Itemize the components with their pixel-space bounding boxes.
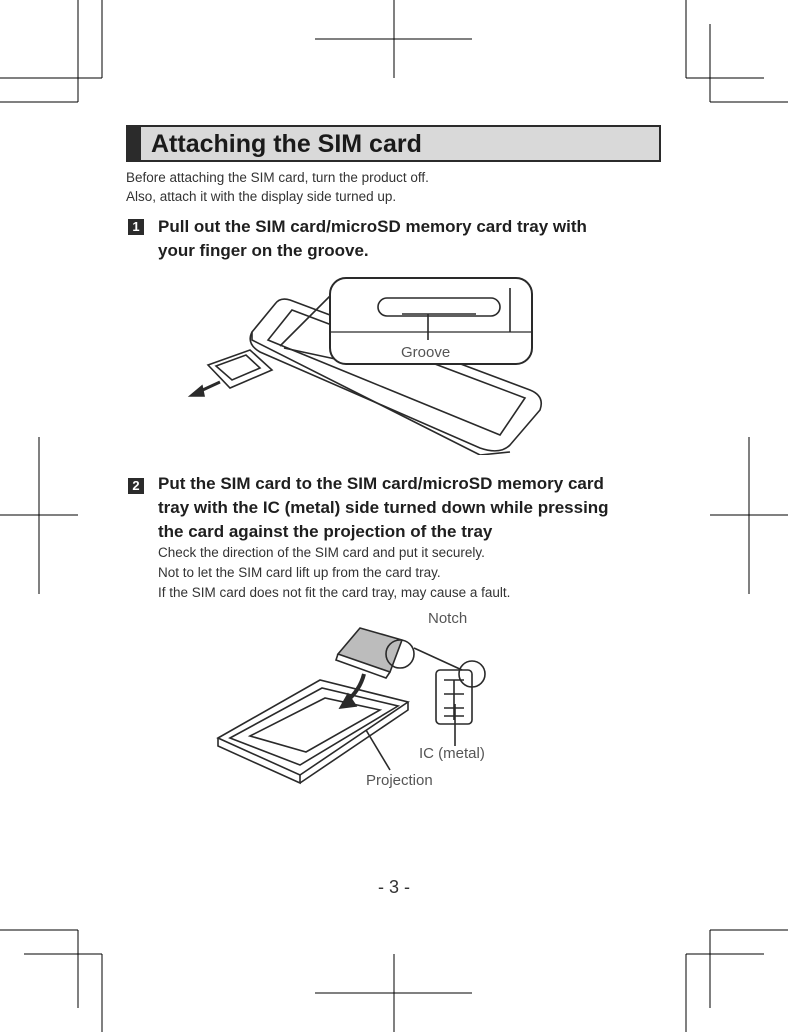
step-2-line-2: tray with the IC (metal) side turned dow…: [158, 498, 609, 517]
projection-label: Projection: [366, 772, 433, 789]
step-2-note-1: Check the direction of the SIM card and …: [158, 545, 485, 560]
step-2-number: 2: [128, 478, 144, 494]
step-2-note-3: If the SIM card does not fit the card tr…: [158, 585, 511, 600]
section-title: Attaching the SIM card: [151, 130, 422, 158]
tray-removal-illustration: [187, 277, 543, 455]
intro-line-2: Also, attach it with the display side tu…: [126, 189, 397, 204]
page-number: - 3 -: [377, 877, 410, 897]
callout-box: [329, 277, 533, 365]
step-1-line-2: your finger on the groove.: [158, 241, 369, 260]
step-2-line-1: Put the SIM card to the SIM card/microSD…: [158, 474, 604, 493]
sim-insertion-illustration: [216, 627, 486, 785]
groove-label: Groove: [401, 344, 451, 361]
phone-body: [249, 298, 543, 452]
tray-outline: [206, 349, 274, 389]
step-2-note-2: Not to let the SIM card lift up from the…: [158, 565, 441, 580]
intro-line-1: Before attaching the SIM card, turn the …: [126, 170, 429, 185]
step-2-line-3: the card against the projection of the t…: [158, 522, 493, 541]
heading-bar: [128, 127, 141, 160]
ic-metal-label: IC (metal): [419, 745, 485, 762]
notch-label: Notch: [428, 610, 468, 627]
sim-tray: [216, 679, 410, 776]
phone-screen: [266, 309, 527, 436]
step-1-line-1: Pull out the SIM card/microSD memory car…: [158, 217, 587, 236]
step-1-number: 1: [128, 219, 144, 235]
section-heading: Attaching the SIM card: [126, 125, 661, 162]
